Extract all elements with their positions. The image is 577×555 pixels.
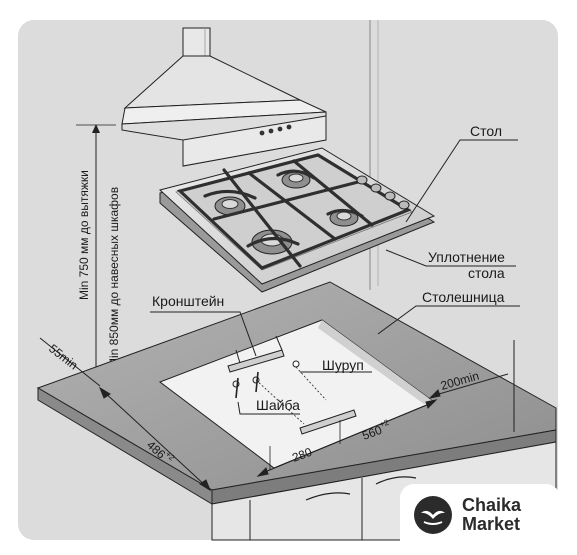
- table-label: Стол: [470, 123, 502, 139]
- dimension-560-tolerance: +2: [378, 418, 390, 430]
- washer-icon: [252, 376, 260, 384]
- dimension-560-group: 560 +2: [360, 418, 390, 443]
- leader-table: [405, 139, 518, 223]
- leader-washer: [237, 401, 300, 415]
- washer-label: Шайба: [256, 397, 300, 413]
- screw-label: Шуруп: [322, 357, 364, 373]
- brand-badge: Chaika Market: [400, 484, 560, 546]
- brand-name-line2: Market: [462, 514, 521, 534]
- seagull-logo-icon: [414, 496, 452, 534]
- brackets: [227, 335, 357, 435]
- cabinet-handle-icon: [375, 476, 417, 485]
- min-cabinets-label: Min 850мм до навесных шкафов: [107, 187, 121, 368]
- bracket-bottom: [299, 409, 357, 435]
- dimension-280: 280: [290, 445, 314, 465]
- hob-knob-icon: [370, 183, 382, 193]
- brand-name-line1: Chaika: [462, 495, 522, 515]
- hob-knob-icon: [398, 200, 410, 210]
- leader-lines: [150, 139, 520, 415]
- hood-knob-icon: [268, 128, 274, 134]
- countertop: [36, 281, 557, 505]
- bracket-label: Кронштейн: [152, 293, 224, 309]
- screw-head-icon: [292, 360, 300, 368]
- range-hood: [121, 27, 327, 167]
- seal-label-line1: Уплотнение: [428, 249, 505, 265]
- hob-knob-icon: [384, 191, 396, 201]
- cabinet-handle-icon: [305, 492, 351, 501]
- hood-knob-icon: [286, 124, 292, 130]
- seal-label-line2: стола: [468, 265, 505, 281]
- hob-grates: [176, 153, 412, 270]
- leader-countertop: [377, 305, 520, 335]
- dimension-560: 560: [360, 423, 384, 443]
- hood-knob-icon: [259, 130, 265, 136]
- hob-knob-icon: [356, 175, 368, 185]
- leader-seal: [385, 249, 516, 267]
- washer-icon: [232, 380, 240, 388]
- countertop-label: Столешница: [422, 289, 505, 305]
- min-hood-label: Min 750 мм до вытяжки: [77, 170, 91, 300]
- hood-knob-icon: [277, 126, 283, 132]
- bracket-top: [227, 349, 285, 373]
- leader-bracket: [150, 311, 257, 357]
- dimension-lines: [39, 337, 509, 492]
- gas-hob: [158, 147, 436, 293]
- screw-icon: [255, 371, 259, 393]
